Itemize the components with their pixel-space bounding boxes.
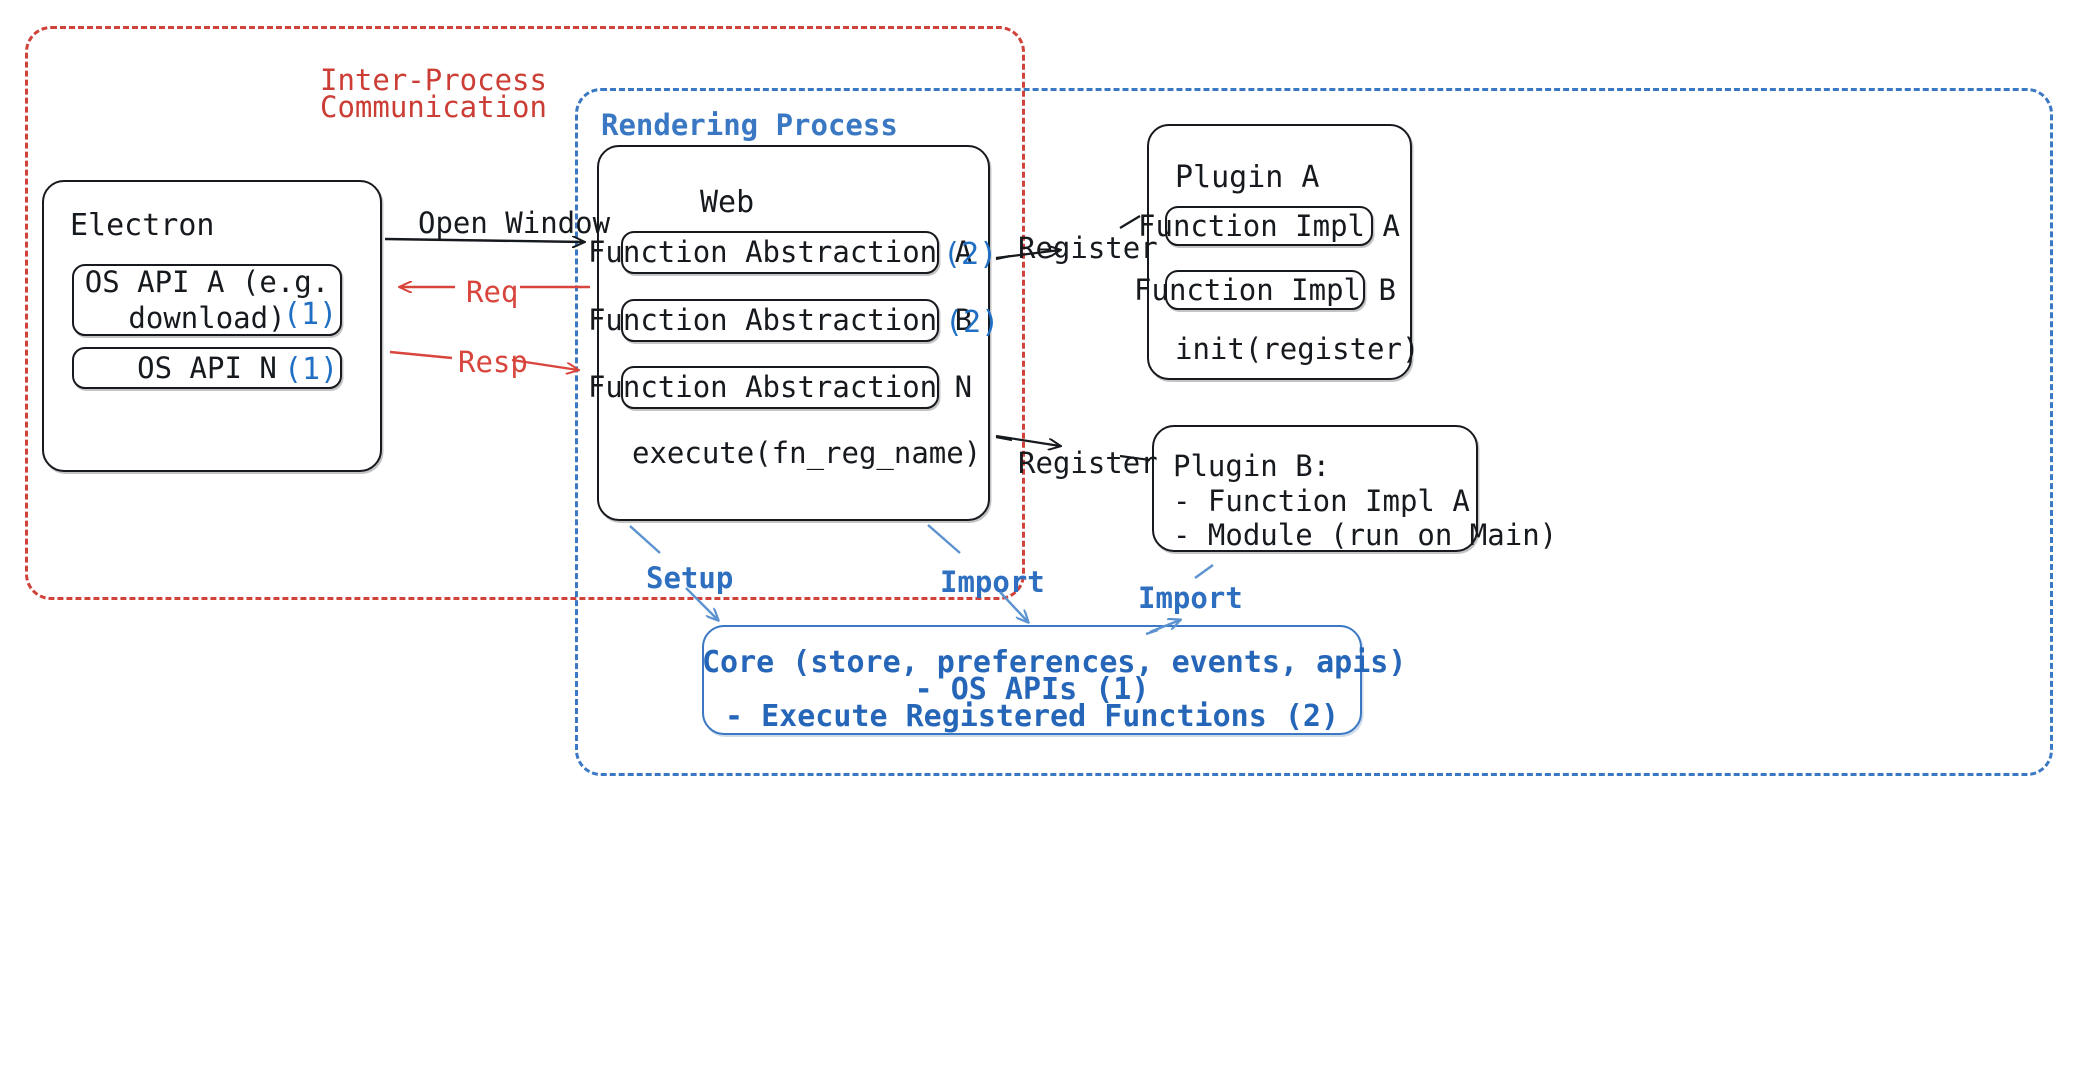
plugin-b-line-1: - Function Impl A [1173,484,1470,518]
region-ipc-label-line1: Inter-Process [320,63,547,97]
plugin-a-title: Plugin A [1175,160,1320,195]
region-rendering-process-label: Rendering Process [601,108,898,142]
plugin-a-box [1147,124,1412,380]
plugin-b-line-2: - Module (run on Main) [1173,518,1558,552]
edge-label-import-web: Import [940,565,1045,599]
plugin-a-function-impl-b-label: Function Impl B [1134,272,1396,307]
os-api-n-pill[interactable]: OS API N [72,347,342,389]
function-abstraction-a-label: Function Abstraction A [587,235,973,270]
os-api-a-label: OS API A (e.g. download) [84,264,330,335]
edge-label-register-plugin-b: Register [1018,446,1158,480]
web-title: Web [700,185,755,220]
plugin-b-box [1152,425,1478,552]
web-execute-footer: execute(fn_reg_name) [632,436,982,470]
edge-label-req: Req [466,275,519,309]
core-line-1: Core (store, preferences, events, apis) [702,645,1407,680]
edge-label-import-plugin-b: Import [1138,581,1243,615]
edge-label-register-plugin-a: Register [1018,231,1158,265]
function-abstraction-b-marker: (2) [945,305,1000,340]
region-ipc-label-line2: Communication [320,90,547,124]
function-abstraction-b-pill[interactable]: Function Abstraction B [588,299,972,342]
plugin-a-function-impl-b-pill[interactable]: Function Impl B [1134,270,1396,310]
core-line-2: - OS APIs (1) [914,672,1150,707]
region-rendering-process [575,88,2053,776]
function-abstraction-a-marker: (2) [943,237,998,272]
os-api-n-marker: (1) [284,352,339,387]
plugin-a-function-impl-a-pill[interactable]: Function Impl A [1138,206,1400,246]
core-box [702,625,1362,735]
function-abstraction-b-label: Function Abstraction B [587,303,973,338]
edge-label-resp: Resp [458,345,528,379]
os-api-a-pill[interactable]: OS API A (e.g. download) [72,264,342,336]
core-line-3: - Execute Registered Functions (2) [724,699,1340,734]
region-inter-process-communication [25,26,1025,600]
plugin-b-title: Plugin B: [1173,449,1331,483]
function-abstraction-a-pill[interactable]: Function Abstraction A [588,231,972,274]
plugin-a-init-footer: init(register) [1175,332,1420,366]
edge-label-open-window: Open Window [418,206,611,240]
function-abstraction-n-pill[interactable]: Function Abstraction N [588,366,972,409]
os-api-a-marker: (1) [283,297,338,332]
function-abstraction-n-label: Function Abstraction N [587,370,973,405]
plugin-a-function-impl-a-label: Function Impl A [1138,208,1400,243]
electron-title: Electron [70,208,215,243]
edge-label-setup: Setup [646,561,734,595]
os-api-n-label: OS API N [137,350,277,385]
